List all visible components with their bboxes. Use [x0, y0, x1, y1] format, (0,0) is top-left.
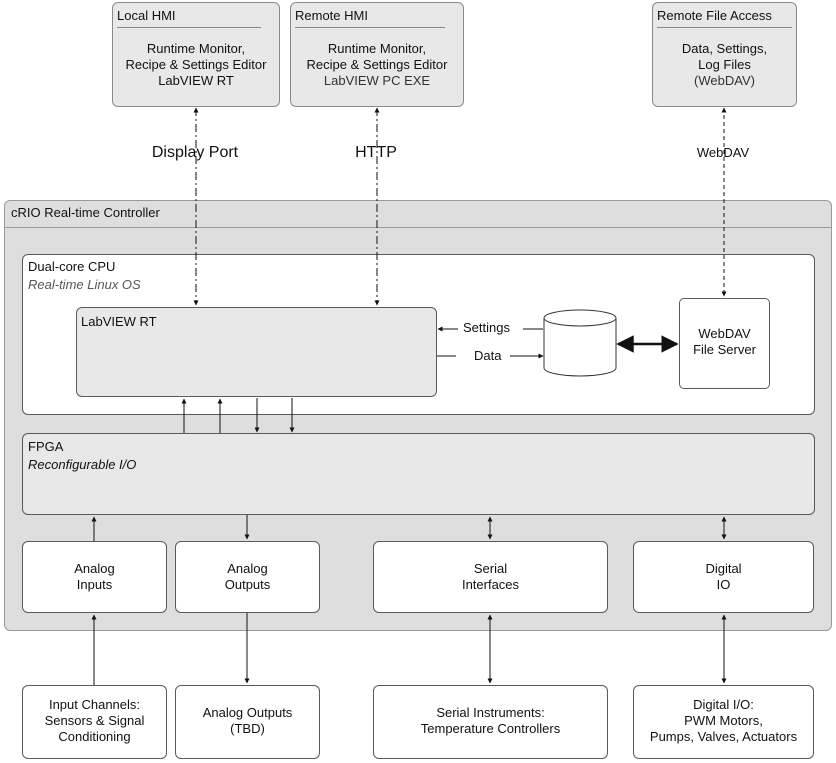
webdav-file-server-label: WebDAV File Server [693, 326, 756, 357]
display-port-label: Display Port [130, 143, 260, 163]
serial-interfaces-module: Serial Interfaces [373, 541, 608, 613]
digital-devices-label: Digital I/O: PWM Motors, Pumps, Valves, … [649, 697, 798, 744]
serial-interfaces-label: Serial Interfaces [461, 561, 520, 592]
serial-instruments-label: Serial Instruments: Temperature Controll… [420, 705, 561, 736]
data-label: Data [474, 348, 502, 363]
digital-io-module: Digital IO [633, 541, 814, 613]
http-label: HTTP [336, 143, 416, 163]
file-system-label: File System [564, 337, 595, 359]
analog-inputs-label: Analog Inputs [74, 561, 115, 592]
settings-label: Settings [463, 320, 510, 335]
webdav-file-server-box: WebDAV File Server [679, 298, 770, 389]
remote-file-access-description: Data, Settings, Log Files (WebDAV) [681, 41, 768, 88]
fpga-box: FPGA Reconfigurable I/O [22, 433, 815, 515]
analog-inputs-module: Analog Inputs [22, 541, 167, 613]
local-hmi-description: Runtime Monitor, Recipe & Settings Edito… [125, 41, 267, 88]
crio-controller-title: cRIO Real-time Controller [11, 205, 160, 220]
remote-hmi-title: Remote HMI [295, 5, 445, 28]
fpga-title: FPGA [28, 439, 64, 454]
local-hmi-title: Local HMI [117, 5, 261, 28]
serial-instruments-box: Serial Instruments: Temperature Controll… [373, 685, 608, 759]
labview-rt-title: LabVIEW RT [81, 314, 157, 329]
remote-hmi-box: Remote HMI Runtime Monitor, Recipe & Set… [290, 2, 464, 107]
local-hmi-box: Local HMI Runtime Monitor, Recipe & Sett… [112, 2, 280, 107]
analog-outputs-module: Analog Outputs [175, 541, 320, 613]
labview-rt-box: LabVIEW RT [76, 307, 437, 397]
webdav-link-label: WebDAV [680, 145, 766, 161]
input-channels-label: Input Channels: Sensors & Signal Conditi… [44, 697, 145, 744]
analog-outputs-label: Analog Outputs [224, 561, 271, 592]
digital-devices-box: Digital I/O: PWM Motors, Pumps, Valves, … [633, 685, 814, 759]
analog-outputs-device-box: Analog Outputs (TBD) [175, 685, 320, 759]
digital-io-label: Digital IO [705, 561, 742, 592]
fpga-subtitle: Reconfigurable I/O [28, 457, 137, 472]
input-channels-box: Input Channels: Sensors & Signal Conditi… [22, 685, 167, 759]
remote-hmi-description: Runtime Monitor, Recipe & Settings Edito… [306, 41, 448, 88]
cpu-title: Dual-core CPU [28, 259, 116, 274]
cpu-subtitle: Real-time Linux OS [28, 277, 141, 292]
analog-outputs-device-label: Analog Outputs (TBD) [202, 705, 293, 736]
remote-file-access-title: Remote File Access [657, 5, 792, 28]
remote-file-access-box: Remote File Access Data, Settings, Log F… [652, 2, 797, 107]
